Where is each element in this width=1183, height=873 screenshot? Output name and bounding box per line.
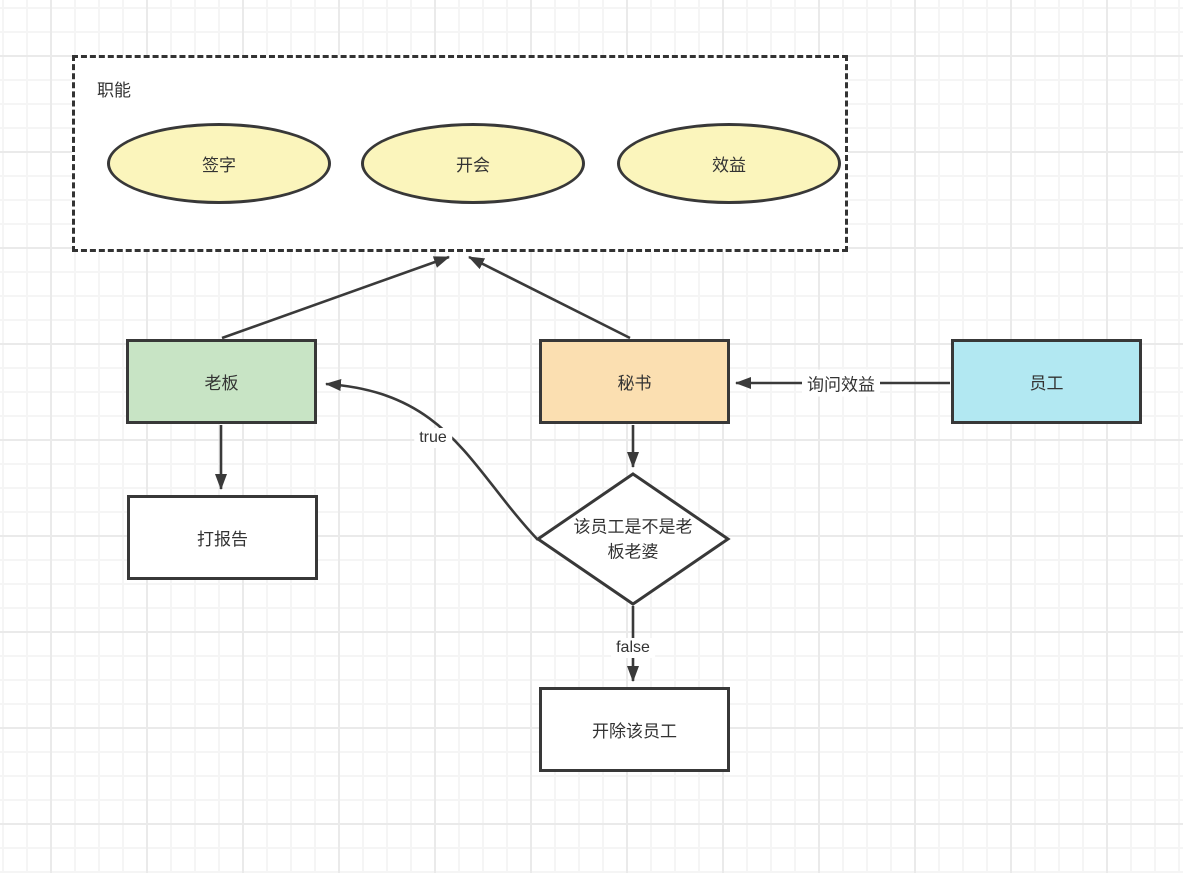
secretary-node-label: 秘书 bbox=[617, 374, 652, 393]
employee-node-label: 员工 bbox=[1029, 374, 1064, 393]
edge-label-true: true bbox=[414, 428, 452, 448]
function-node-meeting[interactable]: 开会 bbox=[361, 123, 585, 204]
function-node-meeting-label: 开会 bbox=[456, 156, 490, 175]
boss-node[interactable]: 老板 bbox=[126, 339, 317, 424]
edge-label-ask-benefit: 询问效益 bbox=[802, 369, 880, 397]
function-node-sign[interactable]: 签字 bbox=[107, 123, 331, 204]
functions-group-label: 职能 bbox=[97, 81, 131, 100]
report-node-label: 打报告 bbox=[197, 530, 248, 549]
fire-employee-node[interactable]: 开除该员工 bbox=[539, 687, 730, 772]
edge-boss-to-functions[interactable] bbox=[221, 255, 450, 340]
edge-label-false: false bbox=[611, 638, 655, 658]
fire-employee-node-label: 开除该员工 bbox=[592, 722, 677, 741]
boss-node-label: 老板 bbox=[204, 374, 239, 393]
function-node-benefit-label: 效益 bbox=[712, 156, 746, 175]
function-node-benefit[interactable]: 效益 bbox=[617, 123, 841, 204]
edge-secretary-to-functions[interactable] bbox=[468, 255, 631, 340]
report-node[interactable]: 打报告 bbox=[127, 495, 318, 580]
function-node-sign-label: 签字 bbox=[202, 156, 236, 175]
secretary-node[interactable]: 秘书 bbox=[539, 339, 730, 424]
decision-node-label: 该员工是不是老板老婆 bbox=[573, 517, 693, 561]
edge-decision-true-to-boss[interactable] bbox=[325, 379, 539, 541]
employee-node[interactable]: 员工 bbox=[951, 339, 1142, 424]
